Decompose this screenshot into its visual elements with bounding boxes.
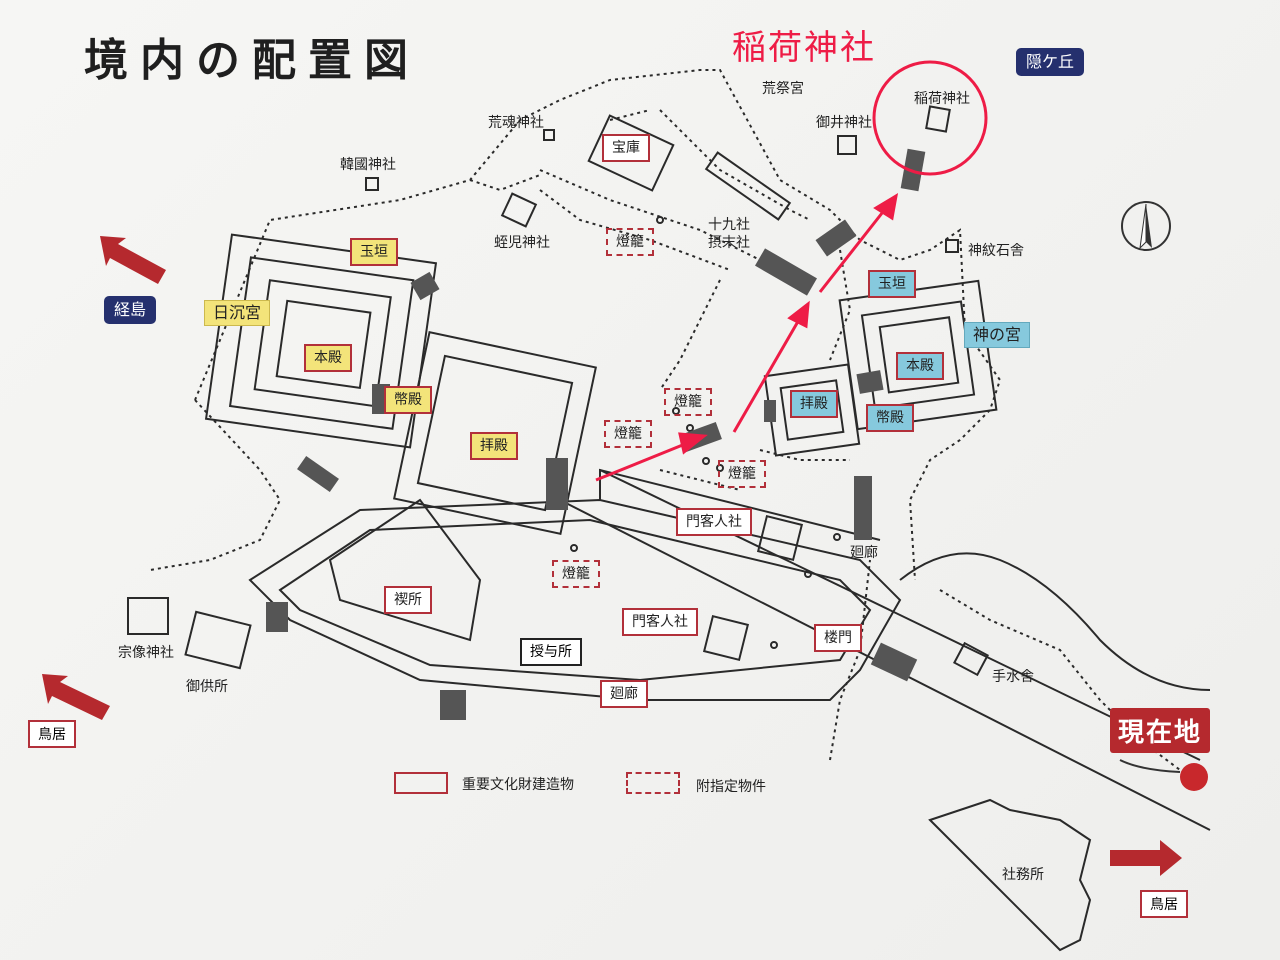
- lantern-2[interactable]: 燈籠: [664, 388, 712, 416]
- building-kaminomiya[interactable]: 神の宮: [964, 322, 1031, 348]
- label-shamusho[interactable]: 社務所: [1002, 867, 1044, 883]
- legend-important-label: 重要文化財建造物: [462, 777, 574, 793]
- label-aramatsuri[interactable]: 荒祭宮: [762, 81, 804, 97]
- label-setsumatsusha[interactable]: 摂末社: [708, 235, 750, 251]
- label-jukyusha[interactable]: 十九社: [708, 217, 750, 233]
- building-juyosho[interactable]: 授与所: [520, 638, 582, 666]
- building-heiden-right[interactable]: 幣殿: [866, 404, 914, 432]
- label-shinmon-ishi[interactable]: 神紋石舎: [968, 243, 1024, 259]
- current-location-badge: 現在地: [1110, 708, 1211, 753]
- label-chozuya[interactable]: 手水舎: [992, 669, 1034, 685]
- label-inari-small[interactable]: 稲荷神社: [914, 91, 970, 107]
- building-romon[interactable]: 楼門: [814, 624, 862, 652]
- nav-kakuregaoka[interactable]: 隠ケ丘: [1016, 48, 1085, 76]
- label-hiruko[interactable]: 蛭児神社: [494, 235, 550, 251]
- building-monkyakujinsha-1[interactable]: 門客人社: [676, 508, 752, 536]
- lantern-1[interactable]: 燈籠: [606, 228, 654, 256]
- legend-dashed-swatch: [626, 772, 680, 794]
- building-haiden-right[interactable]: 拝殿: [790, 390, 838, 418]
- highlight-title: 稲荷神社: [732, 28, 876, 68]
- arrow-icon: [42, 236, 1182, 876]
- building-houko[interactable]: 宝庫: [602, 134, 650, 162]
- lantern-4[interactable]: 燈籠: [718, 460, 766, 488]
- building-tamagaki-right[interactable]: 玉垣: [868, 270, 916, 298]
- building-haiden-main[interactable]: 拝殿: [470, 432, 518, 460]
- torii-left-label[interactable]: 鳥居: [28, 720, 76, 748]
- compass-icon: [1121, 201, 1171, 251]
- label-mii[interactable]: 御井神社: [816, 115, 872, 131]
- lantern-3[interactable]: 燈籠: [604, 420, 652, 448]
- torii-right-label[interactable]: 鳥居: [1140, 890, 1188, 918]
- legend-attached-label: 附指定物件: [696, 779, 766, 795]
- building-honden-left[interactable]: 本殿: [304, 344, 352, 372]
- nav-kyojima[interactable]: 経島: [104, 296, 157, 324]
- building-heiden-left[interactable]: 幣殿: [384, 386, 432, 414]
- building-honden-right[interactable]: 本殿: [896, 352, 944, 380]
- building-kairo-right[interactable]: 廻廊: [850, 545, 878, 561]
- page-title: 境内の配置図: [84, 35, 420, 86]
- label-munakata[interactable]: 宗像神社: [118, 645, 174, 661]
- building-tamagaki-left[interactable]: 玉垣: [350, 238, 398, 266]
- label-karakuni[interactable]: 韓國神社: [340, 157, 396, 173]
- lantern-5[interactable]: 燈籠: [552, 560, 600, 588]
- building-hizumi[interactable]: 日沉宮: [204, 300, 271, 326]
- building-monkyakujinsha-2[interactable]: 門客人社: [622, 608, 698, 636]
- building-kairo-bottom[interactable]: 廻廊: [600, 680, 648, 708]
- label-aramitama[interactable]: 荒魂神社: [488, 115, 544, 131]
- building-misogisho[interactable]: 禊所: [384, 586, 432, 614]
- legend-solid-swatch: [394, 772, 448, 794]
- label-gokusho[interactable]: 御供所: [186, 679, 228, 695]
